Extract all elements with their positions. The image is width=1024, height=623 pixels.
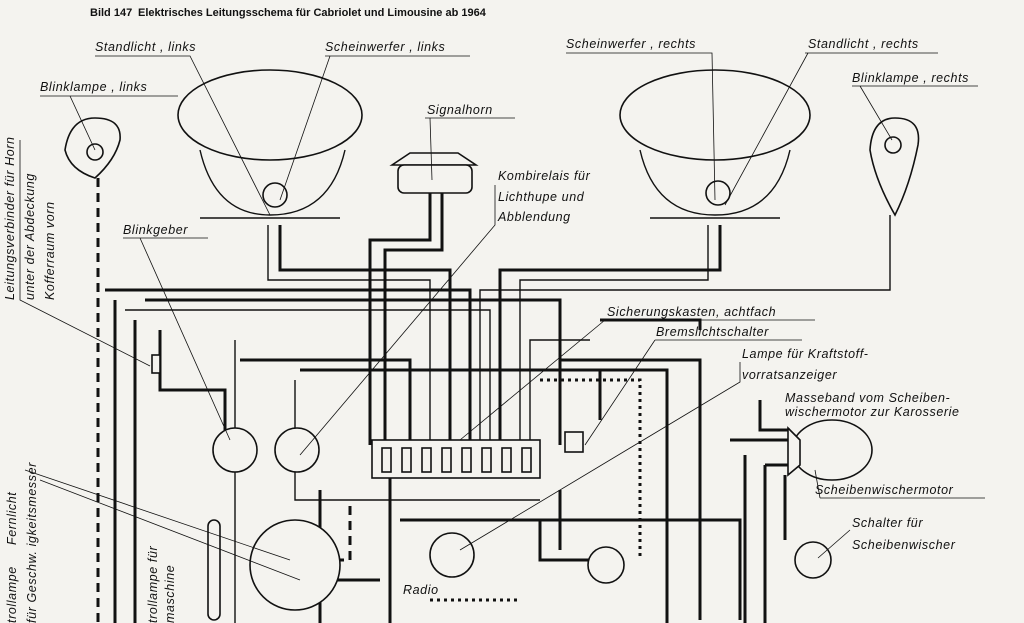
light-switch bbox=[587, 546, 625, 584]
label-sicherungskasten: Sicherungskasten, achtfach bbox=[607, 305, 776, 319]
headlight-left bbox=[177, 69, 363, 219]
fuel-lamp bbox=[429, 532, 475, 578]
headlight-right bbox=[619, 69, 811, 219]
label-lichtmaschine-2: maschine bbox=[163, 565, 177, 623]
label-schalter-1: Schalter für bbox=[852, 516, 923, 530]
signal-horn bbox=[389, 152, 479, 194]
label-kombirelais-2: Lichthupe und bbox=[498, 190, 585, 204]
diagram-title: Elektrisches Leitungsschema für Cabriole… bbox=[138, 7, 487, 19]
label-kombirelais-1: Kombirelais für bbox=[498, 169, 591, 183]
label-leitungsverbinder-1: Leitungsverbinder für Horn bbox=[3, 136, 17, 300]
horn-connector bbox=[151, 354, 161, 374]
label-signalhorn: Signalhorn bbox=[427, 103, 493, 117]
label-standlicht-rechts: Standlicht , rechts bbox=[808, 37, 919, 51]
wiper-switch bbox=[794, 541, 832, 579]
label-schalter-2: Scheibenwischer bbox=[852, 538, 956, 552]
label-standlicht-links: Standlicht , links bbox=[95, 40, 196, 54]
label-masseband-2: wischermotor zur Karosserie bbox=[785, 405, 960, 419]
label-kombirelais-3: Abblendung bbox=[497, 210, 571, 224]
label-lichtmaschine-1: trollampe für bbox=[146, 545, 160, 623]
instrument-cluster bbox=[249, 519, 341, 611]
label-leitungsverbinder-2: unter der Abdeckung bbox=[23, 173, 37, 300]
fuse-box bbox=[371, 439, 541, 479]
label-masseband-1: Masseband vom Scheiben- bbox=[785, 391, 950, 405]
brake-light-switch bbox=[564, 431, 584, 453]
combination-relay bbox=[274, 427, 320, 473]
wiper-motor bbox=[791, 419, 873, 481]
label-scheibenwischermotor: Scheibenwischermotor bbox=[815, 483, 954, 497]
fuse-holder bbox=[207, 519, 221, 621]
label-blinklampe-links: Blinklampe , links bbox=[40, 80, 147, 94]
headlight-bulb-right bbox=[705, 180, 731, 206]
label-lampe-kraftstoff-1: Lampe für Kraftstoff- bbox=[742, 347, 869, 361]
label-fernlicht-1: Fernlicht bbox=[5, 492, 19, 545]
label-leitungsverbinder-3: Kofferraum vorn bbox=[43, 201, 57, 300]
blinker-unit bbox=[212, 427, 258, 473]
label-bremslichtschalter: Bremslichtschalter bbox=[656, 325, 769, 339]
label-radio: Radio bbox=[403, 583, 439, 597]
label-scheinwerfer-rechts: Scheinwerfer , rechts bbox=[566, 37, 696, 51]
blink-lamp-right bbox=[869, 117, 920, 217]
label-geschwindigkeitsmesser: für Geschw. igkeitsmesser bbox=[25, 462, 39, 623]
label-blinklampe-rechts: Blinklampe , rechts bbox=[852, 71, 969, 85]
headlight-bulb-left bbox=[262, 182, 288, 208]
figure-number: Bild 147 bbox=[90, 7, 132, 19]
label-blinkgeber: Blinkgeber bbox=[123, 223, 188, 237]
leader-lines bbox=[19, 52, 985, 581]
label-fernlicht-2: trollampe bbox=[5, 566, 19, 623]
label-lampe-kraftstoff-2: vorratsanzeiger bbox=[742, 368, 837, 382]
label-scheinwerfer-links: Scheinwerfer , links bbox=[325, 40, 445, 54]
